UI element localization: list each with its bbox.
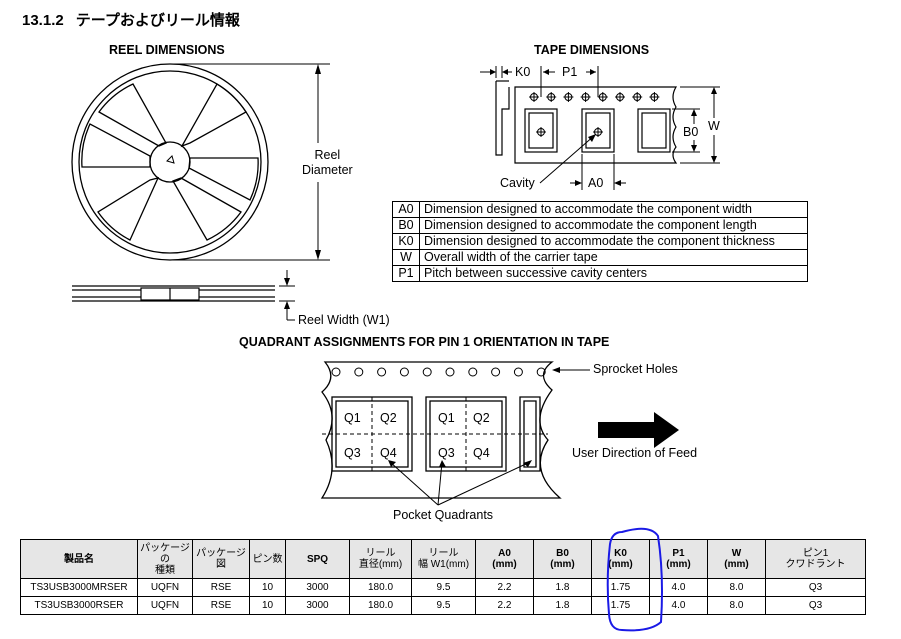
column-header: パッケージ図	[192, 539, 250, 579]
quadrant-label-q2: Q2	[380, 411, 397, 425]
quadrant-label-q1: Q1	[344, 411, 361, 425]
column-header: W(mm)	[707, 539, 766, 579]
reel-inner-rim	[78, 70, 262, 254]
table-cell: TS3USB3000RSER	[20, 596, 138, 615]
tape-k0-label: K0	[515, 65, 531, 79]
quadrant-label-q4: Q4	[473, 446, 490, 460]
quadrant-heading: QUADRANT ASSIGNMENTS FOR PIN 1 ORIENTATI…	[239, 335, 610, 349]
tape-w-label: W	[708, 119, 720, 133]
sprocket-hole	[491, 367, 501, 377]
sprocket-hole	[331, 367, 341, 377]
table-cell: 1.8	[533, 596, 592, 615]
table-cell: 8.0	[707, 596, 766, 615]
sprocket-hole	[377, 367, 387, 377]
tape-p1-label: P1	[562, 65, 578, 79]
section-heading: テープおよびリール情報	[75, 12, 240, 29]
column-header: パッケージの種類	[137, 539, 193, 579]
column-header: リール幅 W1(mm)	[411, 539, 476, 579]
section-number: 13.1.2	[22, 12, 64, 29]
sprocket-hole	[513, 367, 523, 377]
column-header: リール直径(mm)	[349, 539, 412, 579]
sprocket-hole	[422, 367, 432, 377]
tape-b0-label: B0	[683, 125, 699, 139]
column-header: K0(mm)	[591, 539, 650, 579]
reel-dimensions-heading: REEL DIMENSIONS	[109, 43, 225, 57]
feed-direction-label: User Direction of Feed	[572, 446, 698, 460]
legend-description: Dimension designed to accommodate the co…	[419, 201, 808, 218]
sprocket-hole	[354, 367, 364, 377]
quadrant-label-q2: Q2	[473, 411, 490, 425]
quadrant-label-q4: Q4	[380, 446, 397, 460]
tape-a0-label: A0	[588, 176, 604, 190]
table-cell: Q3	[765, 596, 866, 615]
tape-dimensions-heading: TAPE DIMENSIONS	[534, 43, 650, 57]
reel-diameter-label: Reel Diameter	[302, 148, 353, 177]
quadrant-label-q1: Q1	[438, 411, 455, 425]
quadrant-label-q3: Q3	[438, 446, 455, 460]
column-header: B0(mm)	[533, 539, 592, 579]
sprocket-hole	[445, 367, 455, 377]
sprocket-holes-label: Sprocket Holes	[593, 362, 678, 376]
table-cell: 3000	[285, 596, 350, 615]
legend-description: Pitch between successive cavity centers	[419, 265, 808, 282]
sprocket-hole	[468, 367, 478, 377]
sprocket-hole	[399, 367, 409, 377]
pocket-quadrants-label: Pocket Quadrants	[393, 508, 494, 522]
column-header: A0(mm)	[475, 539, 534, 579]
section-title: 13.1.2 テープおよびリール情報	[22, 9, 240, 30]
quadrant-label-q3: Q3	[344, 446, 361, 460]
column-header: P1(mm)	[649, 539, 708, 579]
tape-cavity-label: Cavity	[500, 176, 535, 190]
sprocket-hole	[536, 367, 546, 377]
column-header: 製品名	[20, 539, 138, 579]
reel-width-label: Reel Width (W1)	[298, 313, 390, 327]
